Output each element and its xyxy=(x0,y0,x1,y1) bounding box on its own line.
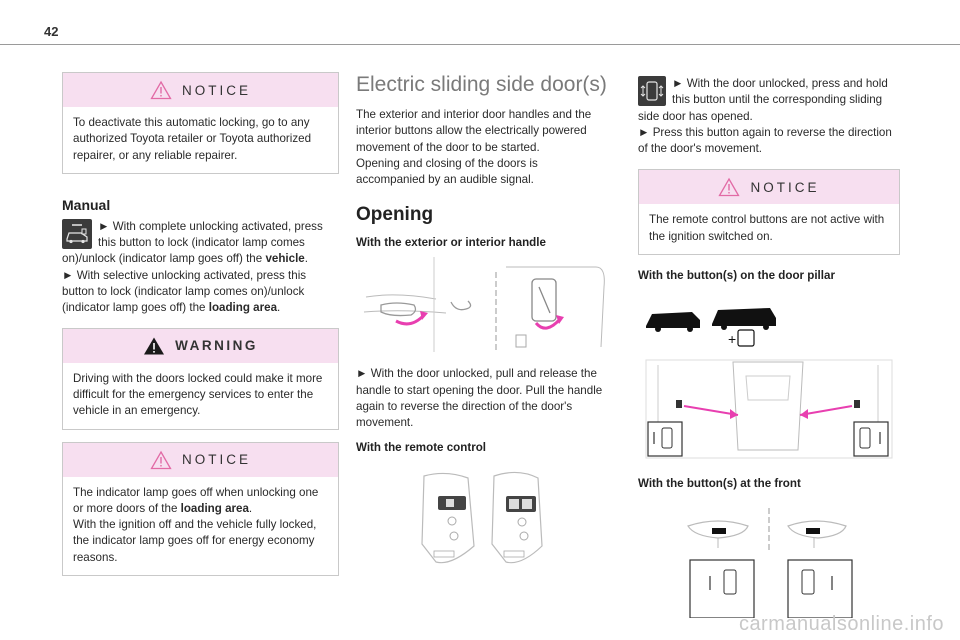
handle-text: ► With the door unlocked, pull and relea… xyxy=(356,367,603,430)
button-instructions: ► With the door unlocked, press and hold… xyxy=(638,76,900,157)
column-middle: Electric sliding side door(s) The exteri… xyxy=(356,72,608,581)
watermark: carmanualsonline.info xyxy=(738,613,944,635)
manual-heading: Manual xyxy=(62,196,111,213)
notice-box-3: NOTICE The remote control buttons are no… xyxy=(638,169,900,256)
notice-title: NOTICE xyxy=(181,82,251,98)
manual-p1-b: vehicle xyxy=(265,252,305,266)
notice2-t1: The indicator lamp goes off when unlocki… xyxy=(73,485,319,515)
manual-p2-a: ► With selective unlocking activated, pr… xyxy=(62,268,307,315)
notice-header: NOTICE xyxy=(63,73,338,107)
front-buttons-illustration xyxy=(687,508,853,619)
notice-title-2: NOTICE xyxy=(181,452,251,468)
warning-triangle-filled-icon xyxy=(144,337,165,355)
remote-label: With the remote control xyxy=(356,440,487,454)
intro-2: Opening and closing of the doors is acco… xyxy=(356,156,538,187)
manual-paragraph: ► With complete unlocking activated, pre… xyxy=(62,218,339,317)
manual-p1-a: ► With complete unlocking activated, pre… xyxy=(62,219,323,266)
svg-text:+: + xyxy=(728,331,736,347)
front-label: With the button(s) at the front xyxy=(638,477,801,491)
manual-p2-b: loading area xyxy=(208,301,278,315)
handle-label: With the exterior or interior handle xyxy=(356,236,546,250)
header-rule xyxy=(0,44,960,45)
van-lock-icon xyxy=(66,223,88,243)
door-pillar-illustration: + xyxy=(645,308,893,459)
intro-1: The exterior and interior door handles a… xyxy=(356,108,592,154)
notice2-t1b: loading area xyxy=(180,501,249,515)
notice-box-2: NOTICE The indicator lamp goes off when … xyxy=(62,441,339,577)
notice-header-3: NOTICE xyxy=(639,170,899,205)
notice-text-3: The remote control buttons are not activ… xyxy=(649,213,885,243)
opening-heading: Opening xyxy=(356,204,434,226)
column-left: NOTICE To deactivate this automatic lock… xyxy=(62,60,339,577)
notice-title-3: NOTICE xyxy=(750,179,820,195)
notice-text-2: The indicator lamp goes off when unlocki… xyxy=(63,477,338,575)
section-title: Electric sliding side door(s) xyxy=(356,73,607,96)
notice2-t1c: . xyxy=(248,501,253,515)
warning-triangle-outline-icon xyxy=(150,450,172,469)
button-p1: ► With the door unlocked, press and hold… xyxy=(638,77,888,123)
button-p2: ► Press this button again to reverse the… xyxy=(638,125,892,156)
manual-p2-c: . xyxy=(277,301,281,315)
remote-key-illustration xyxy=(421,471,543,563)
warning-box: WARNING Driving with the doors locked co… xyxy=(62,327,339,430)
lock-button-icon xyxy=(62,218,92,249)
column-right: ► With the door unlocked, press and hold… xyxy=(638,76,900,623)
notice-header-2: NOTICE xyxy=(63,442,338,477)
page-number: 42 xyxy=(44,24,59,39)
pillar-label: With the button(s) on the door pillar xyxy=(638,269,835,283)
notice-box-1: NOTICE To deactivate this automatic lock… xyxy=(62,72,339,174)
notice2-t2: With the ignition off and the vehicle fu… xyxy=(73,518,317,564)
door-arrows-icon xyxy=(640,81,664,101)
warning-triangle-outline-icon xyxy=(150,80,172,100)
warning-triangle-outline-icon xyxy=(718,178,741,197)
warning-header: WARNING xyxy=(63,328,338,363)
warning-title: WARNING xyxy=(175,338,258,354)
manual-p1-c: . xyxy=(304,252,308,266)
sliding-door-button-icon xyxy=(638,76,666,106)
warning-text: Driving with the doors locked could make… xyxy=(73,371,323,418)
notice-text: To deactivate this automatic locking, go… xyxy=(73,116,312,162)
door-handle-illustration xyxy=(363,257,605,353)
